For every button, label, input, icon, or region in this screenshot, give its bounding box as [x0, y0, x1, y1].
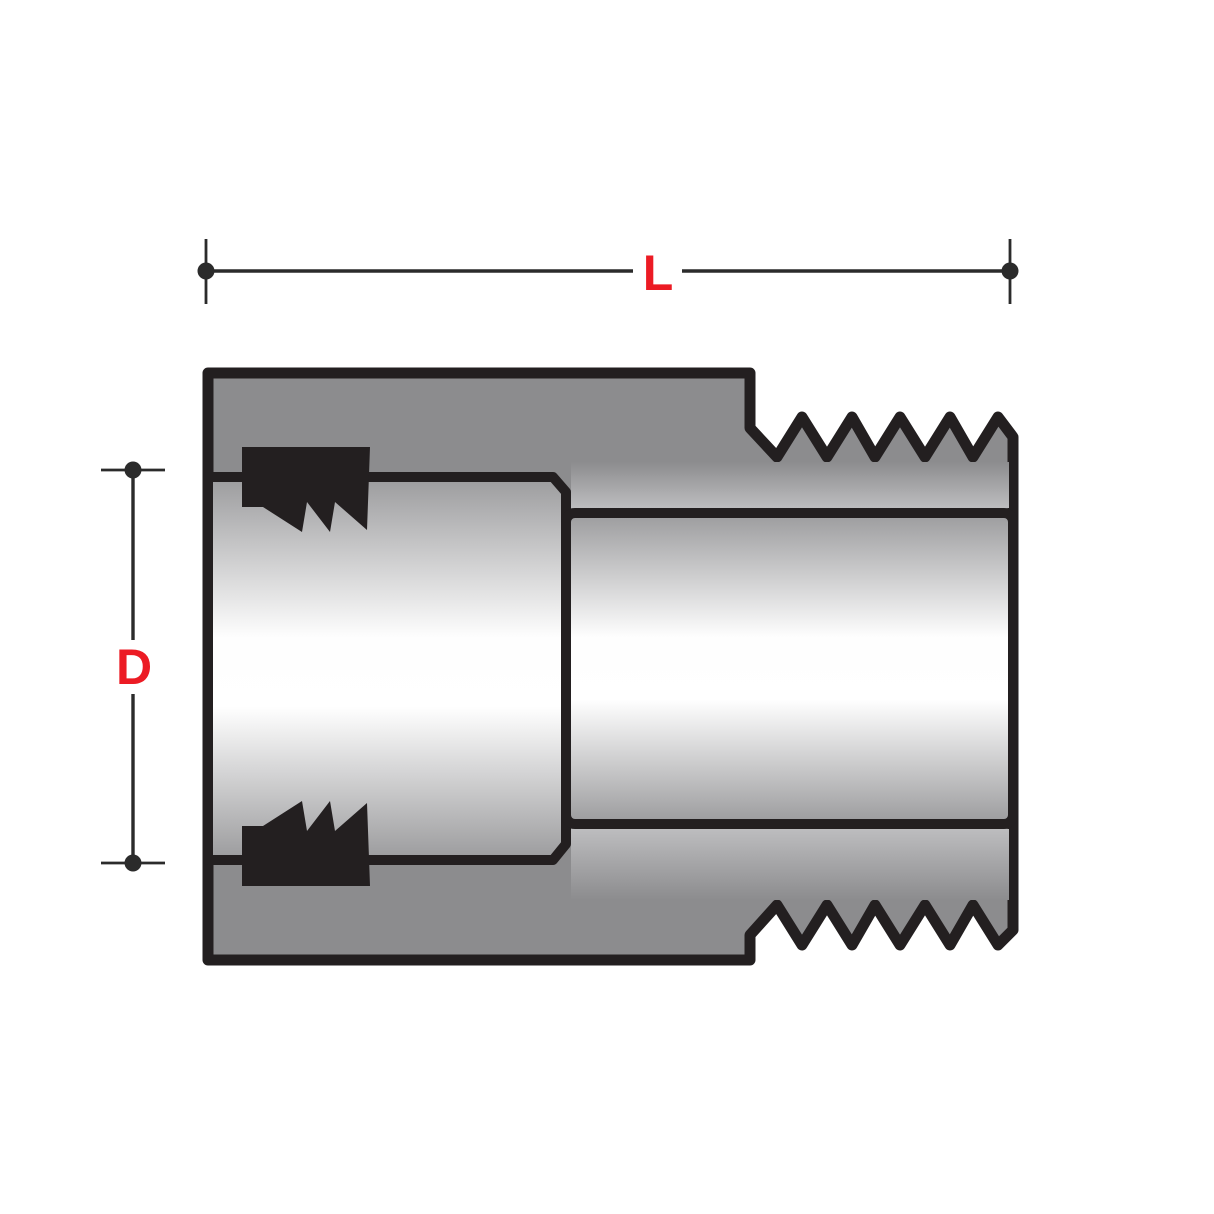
socket-thread-bottom	[242, 801, 370, 886]
dimension-diameter-dot-top	[124, 461, 142, 479]
socket-thread-top	[242, 447, 370, 532]
socket-bore	[203, 472, 571, 865]
dimension-length: L	[197, 239, 1019, 304]
dimension-diameter: D	[101, 461, 165, 872]
dimension-length-label: L	[643, 245, 674, 301]
dimension-diameter-dot-bottom	[124, 854, 142, 872]
thread-wall-shading-bottom	[571, 829, 1009, 900]
dimension-diameter-label: D	[116, 639, 152, 695]
pipe-bore	[561, 508, 1018, 829]
thread-wall-shading-top	[571, 462, 1009, 508]
dimension-length-dot-right	[1001, 262, 1019, 280]
dimension-length-dot-left	[197, 262, 215, 280]
